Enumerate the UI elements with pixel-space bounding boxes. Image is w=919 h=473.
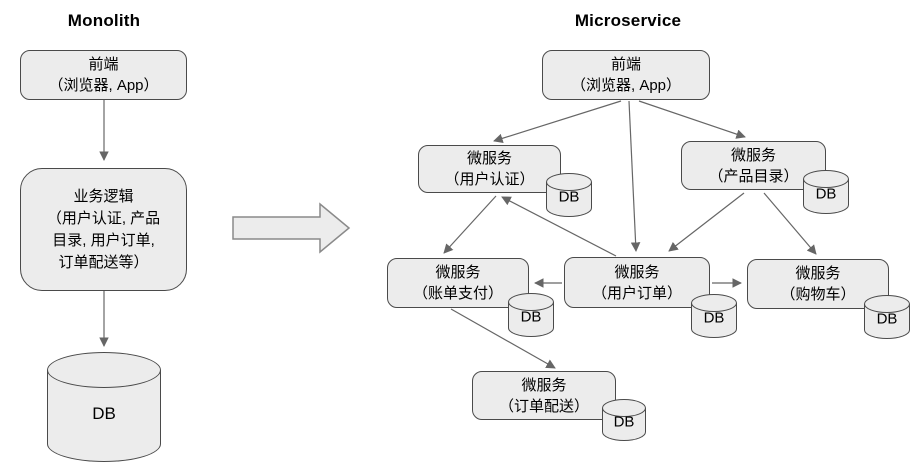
db-label: DB xyxy=(92,403,116,423)
business-logic-line: 业务逻辑 xyxy=(73,187,134,205)
service-scope: （用户认证） xyxy=(444,171,535,188)
edge-frontend-to-user-auth xyxy=(493,100,622,143)
service-name: 微服务 xyxy=(730,146,776,164)
edge-user-orders-to-user-auth xyxy=(501,196,617,257)
db-label: DB xyxy=(520,308,542,326)
db-label: DB xyxy=(876,310,898,328)
service-scope: （产品目录） xyxy=(708,167,799,185)
db-label: DB xyxy=(815,185,837,203)
service-scope: （购物车） xyxy=(780,286,856,303)
service-name: 微服务 xyxy=(795,265,841,282)
business-logic-line: 订单配送等） xyxy=(58,253,149,271)
db-cylinder-product-catalog: DB xyxy=(803,170,849,214)
edge-frontend-to-product-catalog xyxy=(638,100,746,139)
service-box-user-auth: 微服务 （用户认证） xyxy=(418,145,561,193)
frontend-sublabel: （浏览器, App） xyxy=(48,77,159,94)
monolith-db-cylinder: DB xyxy=(47,352,161,462)
business-logic-box: 业务逻辑 （用户认证, 产品 目录, 用户订单, 订单配送等） xyxy=(20,168,187,291)
cylinder-top xyxy=(864,295,910,313)
db-cylinder-billing: DB xyxy=(508,293,554,337)
db-cylinder-order-delivery: DB xyxy=(602,399,646,441)
service-scope: （订单配送） xyxy=(498,397,589,415)
cylinder-top xyxy=(691,294,737,312)
cylinder-top xyxy=(803,170,849,188)
business-logic-line: （用户认证, 产品 xyxy=(46,209,161,227)
edge-user-auth-to-billing xyxy=(443,195,497,254)
service-box-order-delivery: 微服务 （订单配送） xyxy=(472,371,616,420)
microservice-frontend-box: 前端 （浏览器, App） xyxy=(542,50,710,100)
frontend-label: 前端 xyxy=(610,56,641,73)
service-scope: （用户订单） xyxy=(591,284,682,302)
db-cylinder-user-auth: DB xyxy=(546,173,592,217)
edge-product-catalog-to-cart xyxy=(763,192,817,255)
microservice-title: Microservice xyxy=(574,11,682,30)
cylinder-top xyxy=(546,173,592,191)
monolith-title: Monolith xyxy=(67,11,141,30)
cylinder-top xyxy=(47,352,161,388)
db-cylinder-user-orders: DB xyxy=(691,294,737,338)
monolith-frontend-box: 前端 （浏览器, App） xyxy=(20,50,187,100)
service-name: 微服务 xyxy=(466,150,512,167)
service-box-product-catalog: 微服务 （产品目录） xyxy=(681,141,826,190)
service-box-billing: 微服务 （账单支付） xyxy=(387,258,529,308)
service-box-user-orders: 微服务 （用户订单） xyxy=(564,257,710,308)
db-cylinder-cart: DB xyxy=(864,295,910,339)
frontend-sublabel: （浏览器, App） xyxy=(570,77,682,94)
service-name: 微服务 xyxy=(435,264,481,281)
db-label: DB xyxy=(613,413,635,431)
edge-frontend-to-user-orders xyxy=(628,100,641,252)
service-scope: （账单支付） xyxy=(412,285,503,302)
edge-billing-to-order-delivery xyxy=(450,308,556,369)
service-name: 微服务 xyxy=(521,376,567,394)
frontend-label: 前端 xyxy=(88,56,119,73)
cylinder-top xyxy=(602,399,646,417)
monolith-to-microservice-arrow xyxy=(232,202,351,254)
db-label: DB xyxy=(558,188,580,206)
cylinder-top xyxy=(508,293,554,311)
service-name: 微服务 xyxy=(614,263,660,281)
edge-product-catalog-to-user-orders xyxy=(668,192,745,252)
db-label: DB xyxy=(703,309,725,327)
business-logic-line: 目录, 用户订单, xyxy=(52,231,155,249)
